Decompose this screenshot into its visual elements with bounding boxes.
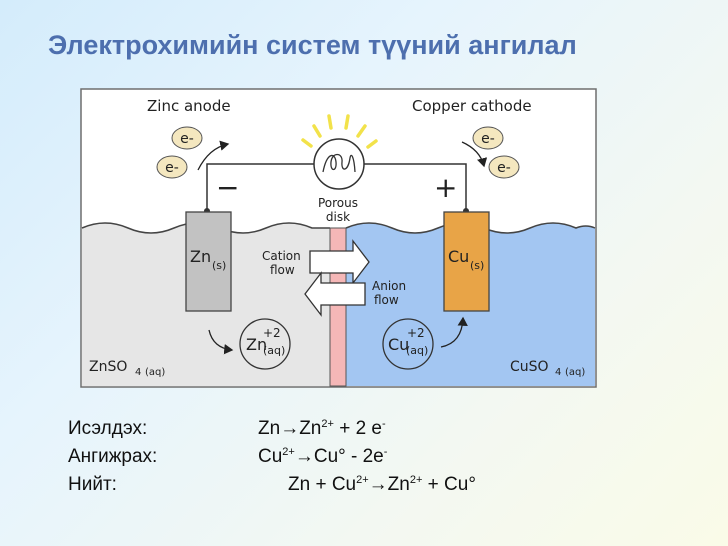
reduction-equation: Cu2+→Cu° - 2e- <box>258 446 388 467</box>
electron-flow-arrow-right <box>461 141 488 168</box>
cu-ion-circle <box>382 318 434 370</box>
anion-flow-label: Anion <box>372 279 406 293</box>
cu-ion-state: (aq) <box>406 344 428 357</box>
porous-disk-label: disk <box>326 210 350 224</box>
electron-bubble: e- <box>156 155 188 179</box>
minus-sign: − <box>216 171 239 204</box>
cation-flow-label: Cation <box>262 249 301 263</box>
zn-state-label: (s) <box>212 259 226 272</box>
overall-label: Нийт: <box>68 474 117 495</box>
electron-bubble: e- <box>171 126 203 150</box>
svg-text:e-: e- <box>481 131 495 147</box>
zn-ion-state: (aq) <box>263 344 285 357</box>
svg-text:e-: e- <box>497 160 511 176</box>
zn-electrode-label: Zn <box>190 247 211 266</box>
anion-flow-arrow <box>304 271 366 317</box>
cation-flow-arrow <box>309 239 370 285</box>
cu-deposit-arrow <box>440 316 468 348</box>
electron-bubble: e- <box>488 155 520 179</box>
copper-electrode <box>443 211 490 312</box>
right-solution-subscript: 4 <box>555 367 561 378</box>
svg-text:e-: e- <box>165 160 179 176</box>
electron-bubble: e- <box>472 126 504 150</box>
svg-text:e-: e- <box>180 131 194 147</box>
external-wire <box>206 163 467 212</box>
oxidation-equation: Zn→Zn2+ + 2 e- <box>258 418 386 439</box>
left-solution-subscript: 4 <box>135 367 141 378</box>
copper-cathode-label: Copper cathode <box>412 97 532 115</box>
cation-flow-label: flow <box>270 263 295 277</box>
zinc-anode-label: Zinc anode <box>147 97 231 115</box>
reduction-label: Ангижрах: <box>68 446 158 467</box>
plus-sign: + <box>434 171 457 204</box>
zinc-electrode <box>185 211 232 312</box>
zn-ion-charge: +2 <box>263 326 281 340</box>
oxidation-label: Исэлдэх: <box>68 418 148 439</box>
page-title: Электрохимийн систем түүний ангилал <box>48 30 577 60</box>
left-solution-label: ZnSO <box>89 359 127 375</box>
porous-disk-label: Porous <box>318 196 358 210</box>
lightbulb-icon <box>301 114 378 190</box>
cu-electrode-label: Cu <box>448 247 469 266</box>
anion-flow-label: flow <box>374 293 399 307</box>
cu-ion-charge: +2 <box>407 326 425 340</box>
left-solution-state: (aq) <box>145 367 165 378</box>
right-solution-state: (aq) <box>565 367 585 378</box>
overall-equation: Zn + Cu2+→Zn2+ + Cu° <box>288 474 476 495</box>
cu-state-label: (s) <box>470 259 484 272</box>
electron-flow-arrow-left <box>197 140 230 171</box>
right-solution-label: CuSO <box>510 359 549 375</box>
zn-ion-symbol: Zn <box>246 335 267 354</box>
zn-dissolve-arrow <box>208 329 234 355</box>
zn-ion-circle <box>239 318 291 370</box>
cu-ion-symbol: Cu <box>388 335 409 354</box>
